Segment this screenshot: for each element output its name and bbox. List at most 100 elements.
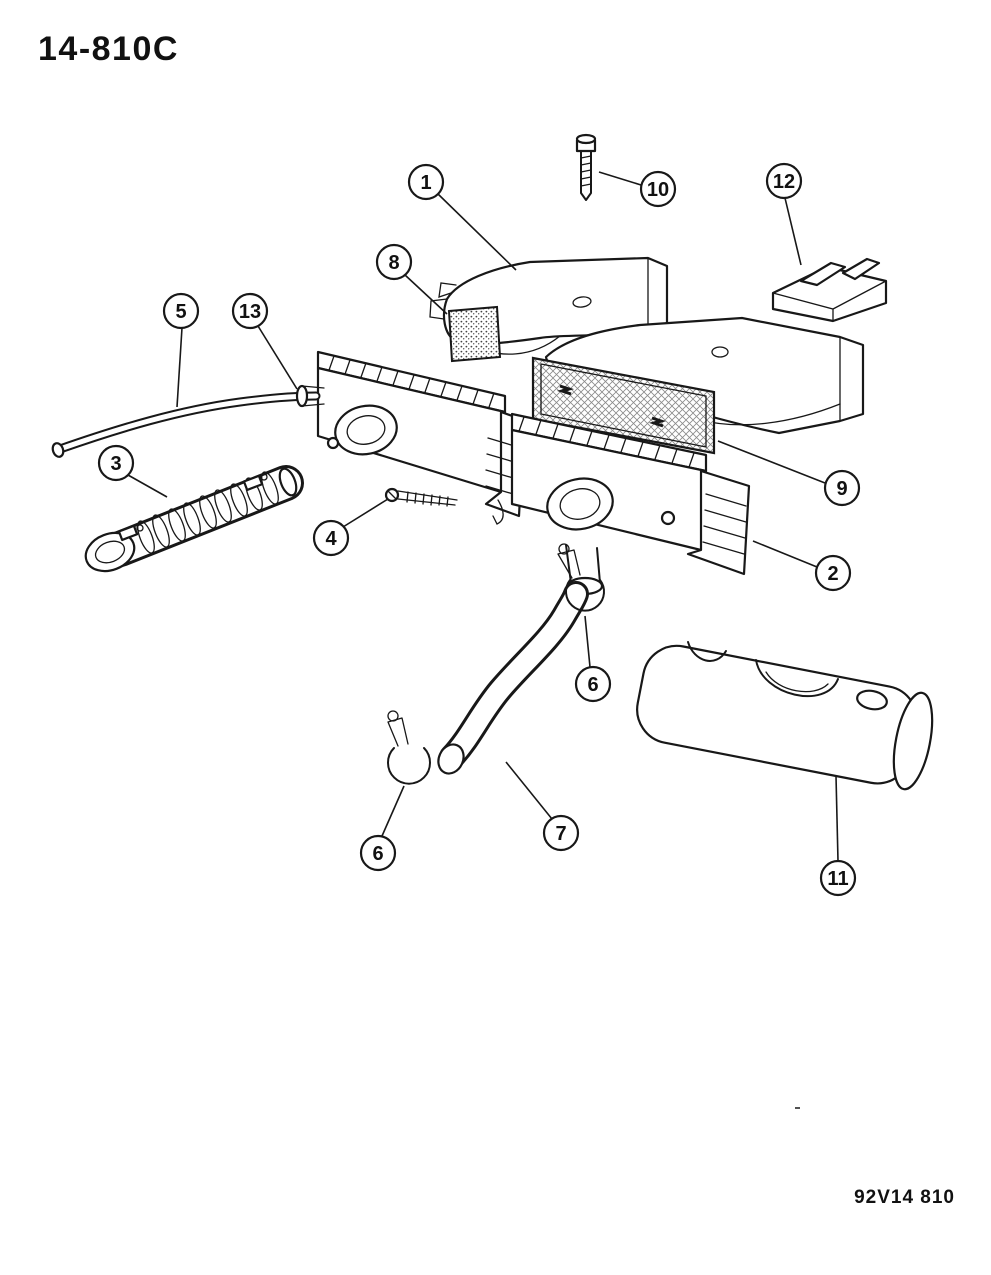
housing-right-inlet-inner (559, 488, 601, 520)
callout-2-number: 2 (827, 563, 838, 585)
callout-3-circle (97, 444, 135, 482)
callout-2-circle (814, 554, 852, 592)
callout-7-leader (505, 761, 553, 820)
callout-8: 8 (375, 243, 448, 315)
filter-element (531, 356, 716, 455)
callout-8-leader (404, 274, 448, 315)
resonator (636, 641, 934, 791)
callout-5-leader (176, 327, 183, 408)
filter-inner-border (540, 363, 707, 448)
callout-3-number: 3 (110, 453, 121, 475)
housing-right-end-fins-body (686, 469, 751, 576)
callout-3-leader (127, 474, 168, 498)
callout-7-number: 7 (555, 823, 566, 845)
callout-11-circle (819, 859, 857, 897)
clamp-upper-ring (565, 579, 605, 612)
callout-11-leader (835, 775, 839, 862)
bolt (575, 133, 597, 201)
hose-inner (442, 584, 586, 767)
duct-left-tabs (429, 282, 457, 320)
clamp-upper (557, 543, 605, 612)
callout-13-leader (257, 325, 298, 390)
vent-tube-end-cap (51, 442, 65, 458)
flex-hose-clamp-right (242, 473, 268, 492)
callout-6-lower-number: 6 (372, 843, 383, 865)
callout-12-leader (784, 197, 802, 266)
clamp-lower-prongs (387, 717, 409, 747)
callout-8-number: 8 (388, 252, 399, 274)
duct-right-hole (711, 346, 729, 358)
air-cleaner-housing-left (316, 350, 526, 525)
hose (437, 581, 589, 775)
callout-2: 2 (752, 540, 852, 592)
callout-5: 5 (162, 292, 200, 408)
callout-4: 4 (312, 498, 389, 557)
callout-1-leader (437, 193, 517, 271)
duct-left-hole (572, 296, 592, 308)
callout-9-leader (717, 440, 826, 484)
callout-8-circle (375, 243, 413, 281)
filter-outer (531, 356, 716, 455)
callout-7: 7 (505, 761, 580, 852)
foam-seal (447, 305, 502, 363)
callout-9-circle (823, 469, 861, 507)
screw (384, 487, 458, 507)
filter-mark-left (556, 384, 575, 396)
callout-2-leader (752, 540, 818, 568)
callout-10-leader (598, 171, 642, 186)
callout-10-number: 10 (647, 179, 669, 201)
callout-9: 9 (717, 440, 861, 507)
hose-end-opening (437, 743, 465, 775)
callout-6-lower-leader (381, 785, 405, 837)
resonator-body (636, 644, 919, 785)
bracket-tab-left (799, 261, 847, 287)
bracket-tab-right (841, 257, 881, 281)
callout-4-leader (342, 498, 389, 528)
callout-1-circle (407, 163, 445, 201)
callout-13-circle (231, 292, 269, 330)
callout-6-lower-circle (359, 834, 397, 872)
sheet-code: 92V14 810 (854, 1187, 955, 1208)
callout-11: 11 (819, 775, 857, 897)
flex-hose-corrugations (137, 471, 279, 554)
tube-fitting-collar (295, 384, 309, 408)
callout-11-number: 11 (827, 868, 848, 890)
flex-hose-end-opening (94, 540, 126, 564)
flex-hose-end-flange (84, 531, 136, 573)
callout-4-circle (312, 519, 350, 557)
flex-hose-clamp-left (117, 524, 144, 542)
callout-1-number: 1 (420, 172, 431, 194)
callout-13: 13 (231, 292, 298, 390)
callout-12-circle (765, 162, 803, 200)
bracket (771, 257, 888, 323)
vent-tube-inner (57, 393, 319, 452)
filter-mark-right (648, 416, 667, 428)
page-code: 14-810C (38, 30, 179, 68)
housing-left-end-fins (485, 437, 522, 497)
housing-left-hook (492, 499, 504, 525)
callout-5-number: 5 (175, 301, 186, 323)
callout-3: 3 (97, 444, 168, 498)
callout-6-upper: 6 (574, 615, 612, 703)
screw-threads (406, 491, 449, 507)
bolt-threads (580, 155, 592, 187)
clamp-lower (387, 710, 431, 785)
bracket-fold-lines (772, 280, 887, 322)
housing-left-inlet (334, 404, 398, 456)
callout-4-number: 4 (325, 528, 337, 550)
callout-13-number: 13 (239, 301, 261, 323)
callout-5-circle (162, 292, 200, 330)
callout-7-circle (542, 814, 580, 852)
callout-1: 1 (407, 163, 517, 271)
tube-fitting-sides (301, 385, 325, 407)
callout-10: 10 (598, 170, 677, 208)
housing-right-end-fins (702, 493, 747, 555)
callout-9-number: 9 (836, 478, 847, 500)
resonator-end-cap (892, 691, 934, 791)
vent-tube-outline (55, 391, 321, 454)
vent-tube (51, 391, 321, 458)
clamp-upper-loop (558, 543, 570, 555)
housing-right-nub (660, 510, 676, 526)
